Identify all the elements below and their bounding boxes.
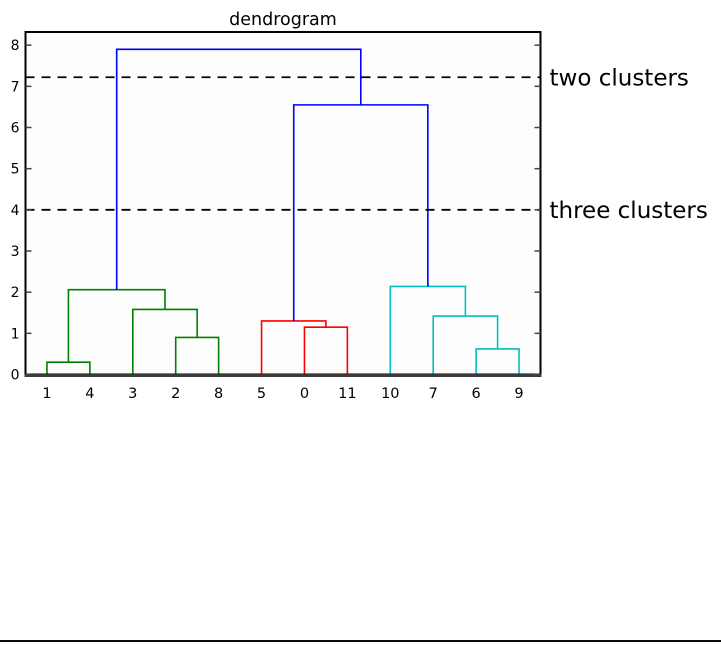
y-tick-label: 1 [11, 326, 20, 342]
dendrogram-link-green [174, 336, 220, 375]
x-leaf-label: 8 [214, 386, 223, 402]
x-leaf-label: 7 [429, 386, 438, 402]
dendrogram-link-green [131, 308, 198, 375]
cluster-cut-lines [25, 76, 541, 211]
chart-title: dendrogram [229, 10, 337, 30]
x-leaf-label: 6 [472, 386, 481, 402]
y-tick-label: 5 [11, 162, 20, 178]
dendrogram-link-blue [292, 104, 429, 321]
axes-frame [24, 31, 542, 377]
y-tick-label: 6 [11, 121, 20, 137]
x-leaf-label: 5 [257, 386, 266, 402]
x-leaf-label: 1 [42, 386, 51, 402]
axis-ticks [25, 44, 541, 376]
x-leaf-label: 0 [300, 386, 309, 402]
x-leaf-label: 4 [85, 386, 94, 402]
dendrogram-links [46, 48, 520, 375]
plot-background [25, 32, 541, 375]
dendrogram-link-blue [115, 48, 362, 290]
y-tick-label: 0 [11, 368, 20, 384]
axis-labels: two clusters three clusters 0 1 2 3 4 5 6 7 8 1 4 3 2 8… [11, 38, 708, 402]
y-tick-label: 4 [11, 203, 20, 219]
x-leaf-label: 11 [338, 386, 356, 402]
window-bottom-border [0, 640, 721, 642]
x-leaf-label: 10 [381, 386, 399, 402]
x-leaf-label: 9 [514, 386, 523, 402]
y-tick-label: 7 [11, 79, 20, 95]
y-tick-label: 2 [11, 285, 20, 301]
x-leaf-label: 2 [171, 386, 180, 402]
cutline-label-0: two clusters [550, 65, 689, 91]
cutline-label-1: three clusters [550, 198, 708, 224]
y-tick-label: 3 [11, 244, 20, 260]
x-leaf-label: 3 [128, 386, 137, 402]
y-tick-label: 8 [11, 38, 20, 54]
plot-area [25, 32, 541, 375]
